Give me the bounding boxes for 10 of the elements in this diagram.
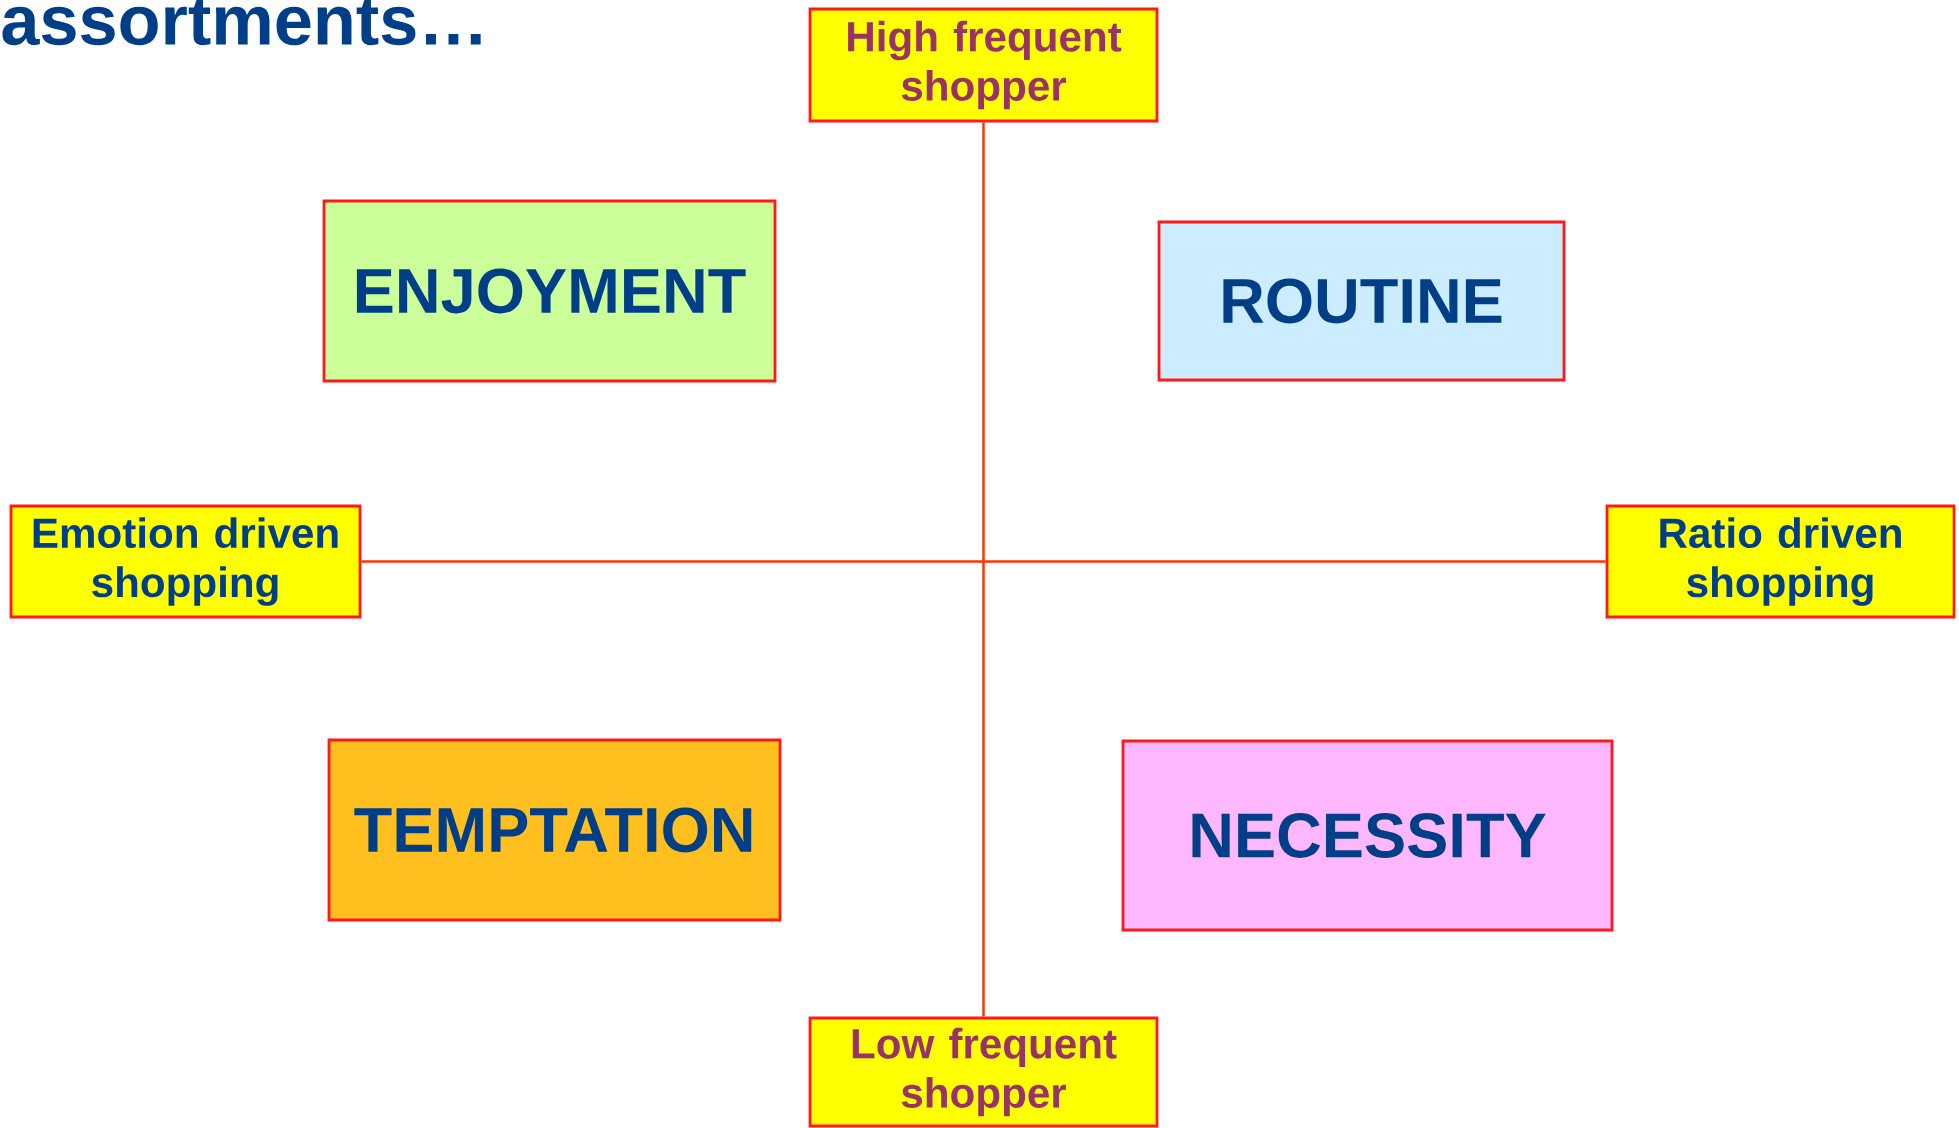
quadrant-box: ENJOYMENT	[322, 199, 777, 383]
axis-line	[361, 560, 1606, 563]
axis-label-box: High frequent shopper	[808, 7, 1159, 123]
quadrant-box: ROUTINE	[1157, 220, 1566, 382]
axis-label-box: Low frequent shopper	[808, 1016, 1159, 1128]
axis-label-box: Ratio driven shopping	[1605, 504, 1956, 619]
quadrant-box: NECESSITY	[1121, 739, 1614, 932]
axis-label-box: Emotion driven shopping	[9, 504, 362, 619]
axis-line	[982, 122, 985, 1017]
quadrant-box: TEMPTATION	[327, 738, 782, 922]
